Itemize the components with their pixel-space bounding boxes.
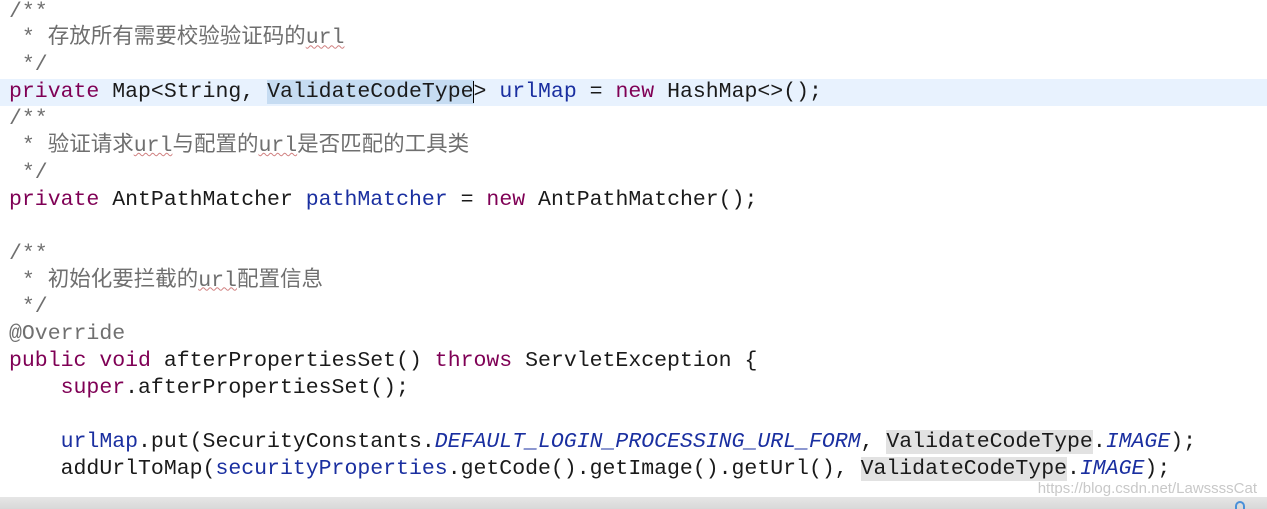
code-token: new xyxy=(486,187,526,212)
code-line[interactable]: /** xyxy=(0,0,1267,26)
code-token: private xyxy=(9,80,100,105)
code-token: * 存放所有需要校验验证码的 xyxy=(9,26,306,51)
code-token: */ xyxy=(9,295,48,320)
code-token xyxy=(9,376,61,400)
code-token: .getCode().getImage().getUrl(), xyxy=(447,456,861,481)
code-token: 配置信息 xyxy=(236,268,323,293)
code-token: new xyxy=(615,80,655,105)
code-line[interactable]: */ xyxy=(0,294,1267,321)
code-line[interactable]: * 存放所有需要校验验证码的url xyxy=(0,25,1267,52)
code-token: ValidateCodeType xyxy=(860,456,1067,481)
code-token xyxy=(86,349,99,373)
code-line[interactable]: urlMap.put(SecurityConstants.DEFAULT_LOG… xyxy=(0,429,1267,456)
code-token: public xyxy=(9,349,87,374)
code-token: ValidateCodeType xyxy=(267,80,474,105)
horizontal-scrollbar[interactable] xyxy=(0,497,1267,509)
code-token: afterPropertiesSet() xyxy=(150,349,435,374)
code-line[interactable]: /** xyxy=(0,106,1267,133)
code-token: * 验证请求 xyxy=(9,134,134,158)
code-token: private xyxy=(9,187,100,212)
code-token: = xyxy=(576,80,616,105)
code-token: ValidateCodeType xyxy=(886,429,1093,454)
code-editor[interactable]: /** * 存放所有需要校验验证码的url */private Map<Stri… xyxy=(0,0,1267,497)
scroll-up-icon[interactable] xyxy=(1235,501,1245,509)
code-token: . xyxy=(1067,456,1080,481)
code-token: /** xyxy=(9,241,48,266)
code-token: throws xyxy=(434,349,513,374)
code-token: /** xyxy=(9,0,48,24)
code-token: AntPathMatcher xyxy=(99,187,306,212)
code-token: pathMatcher xyxy=(305,187,448,212)
code-token: * 初始化要拦截的 xyxy=(9,268,199,293)
code-line[interactable]: */ xyxy=(0,52,1267,79)
code-token: super xyxy=(60,376,126,401)
code-token: url xyxy=(258,134,298,158)
code-token: 与配置的 xyxy=(172,134,259,158)
code-token xyxy=(9,430,61,454)
code-line[interactable]: private Map<String, ValidateCodeType> ur… xyxy=(0,79,1267,107)
code-token: > xyxy=(473,80,500,105)
code-line[interactable] xyxy=(0,214,1267,241)
code-token: */ xyxy=(9,160,48,185)
code-token: IMAGE xyxy=(1079,456,1145,481)
code-token: DEFAULT_LOGIN_PROCESSING_URL_FORM xyxy=(434,429,861,454)
code-token: void xyxy=(99,349,151,374)
watermark: https://blog.csdn.net/LawssssCat xyxy=(1037,480,1257,497)
code-token: urlMap xyxy=(499,80,577,105)
text-caret xyxy=(472,80,474,103)
code-token: AntPathMatcher(); xyxy=(525,187,758,212)
code-token: url xyxy=(133,134,173,158)
code-line[interactable]: * 初始化要拦截的url配置信息 xyxy=(0,268,1267,295)
code-token: Map<String, xyxy=(99,80,268,105)
code-token: urlMap xyxy=(60,429,139,454)
code-line[interactable]: */ xyxy=(0,160,1267,187)
code-token: = xyxy=(447,187,487,212)
code-line[interactable]: public void afterPropertiesSet() throws … xyxy=(0,348,1267,375)
code-line[interactable] xyxy=(0,402,1267,429)
code-token: , xyxy=(860,429,887,454)
code-token: ); xyxy=(1170,429,1197,454)
code-line[interactable]: * 验证请求url与配置的url是否匹配的工具类 xyxy=(0,133,1267,160)
code-token: IMAGE xyxy=(1105,429,1171,454)
code-line[interactable]: private AntPathMatcher pathMatcher = new… xyxy=(0,187,1267,214)
code-token: ServletException { xyxy=(512,349,758,374)
code-token: url xyxy=(198,268,237,293)
code-line[interactable]: /** xyxy=(0,241,1267,268)
code-token: addUrlToMap( xyxy=(9,456,216,481)
code-line[interactable]: super.afterPropertiesSet(); xyxy=(0,375,1267,402)
code-token: */ xyxy=(9,53,48,78)
code-token: securityProperties xyxy=(215,456,448,481)
code-token: .afterPropertiesSet(); xyxy=(125,376,409,401)
code-token: 是否匹配的工具类 xyxy=(297,134,470,158)
code-token: /** xyxy=(9,107,48,132)
code-line[interactable]: addUrlToMap(securityProperties.getCode()… xyxy=(0,456,1267,483)
code-token: ); xyxy=(1144,456,1171,481)
code-line[interactable]: @Override xyxy=(0,321,1267,348)
code-token: . xyxy=(1092,429,1106,454)
code-token: @Override xyxy=(9,322,126,347)
code-token: .put(SecurityConstants. xyxy=(138,429,435,454)
code-token: url xyxy=(305,26,345,51)
code-token: HashMap<>(); xyxy=(654,80,822,105)
